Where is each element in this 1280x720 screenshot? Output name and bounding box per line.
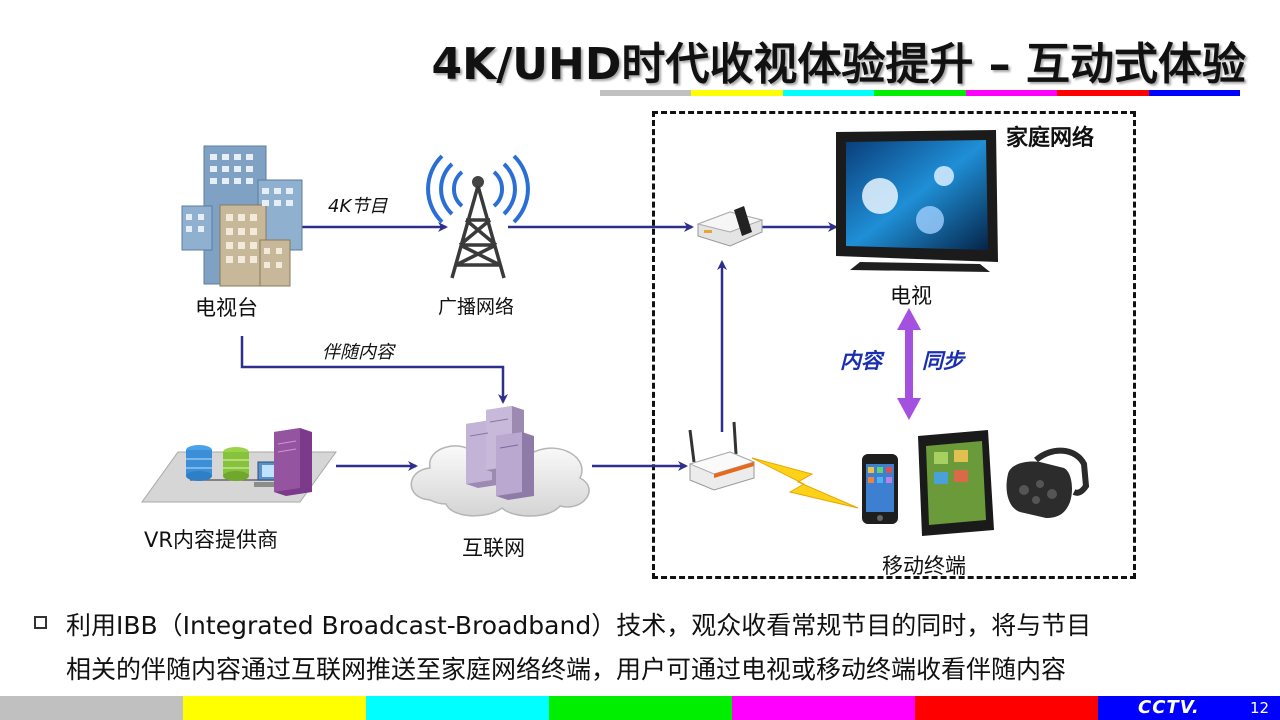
node-label-tv-station: 电视台 bbox=[195, 296, 258, 320]
wireless-bolt-icon bbox=[751, 457, 859, 509]
server-database-icon bbox=[141, 428, 337, 503]
node-label-broadcast-network: 广播网络 bbox=[438, 296, 515, 318]
title-color-stripe bbox=[600, 90, 1240, 96]
smartphone-icon bbox=[862, 454, 898, 524]
cctv-logo: CCTV. bbox=[1138, 697, 1200, 718]
set-top-box-icon bbox=[696, 206, 764, 247]
radio-tower-icon bbox=[426, 154, 530, 279]
edge-label-companion-content: 伴随内容 bbox=[322, 342, 394, 363]
edge-tvstation-internet bbox=[240, 336, 508, 404]
office-buildings-icon bbox=[181, 145, 303, 287]
tablet-icon bbox=[918, 430, 994, 536]
node-label-tv: 电视 bbox=[890, 284, 932, 308]
node-label-internet: 互联网 bbox=[462, 536, 525, 560]
sync-label-sync: 同步 bbox=[922, 349, 964, 373]
node-label-mobile-terminal: 移动终端 bbox=[882, 554, 966, 578]
page-number: 12 bbox=[1250, 699, 1270, 717]
bullet-square-icon bbox=[34, 616, 47, 629]
node-label-vr-provider: VR内容提供商 bbox=[144, 528, 278, 552]
cloud-servers-icon bbox=[410, 406, 590, 517]
sync-double-arrow bbox=[897, 308, 921, 420]
footer-color-stripe bbox=[0, 696, 1280, 720]
edge-label-4k-program: 4K节目 bbox=[328, 196, 388, 217]
vr-headset-icon bbox=[1006, 447, 1090, 518]
page-title: 4K/UHD时代收视体验提升 – 互动式体验 bbox=[431, 39, 1247, 90]
bullet-text-line-2: 相关的伴随内容通过互联网推送至家庭网络终端，用户可通过电视或移动终端收看伴随内容 bbox=[66, 655, 1067, 684]
bullet-text-line-1: 利用IBB（Integrated Broadcast-Broadband）技术，… bbox=[66, 611, 1092, 640]
sync-label-content: 内容 bbox=[840, 349, 882, 373]
home-network-box bbox=[652, 111, 1136, 579]
home-network-title: 家庭网络 bbox=[1006, 126, 1095, 151]
wifi-router-icon bbox=[688, 421, 756, 491]
flat-tv-icon bbox=[836, 130, 998, 272]
